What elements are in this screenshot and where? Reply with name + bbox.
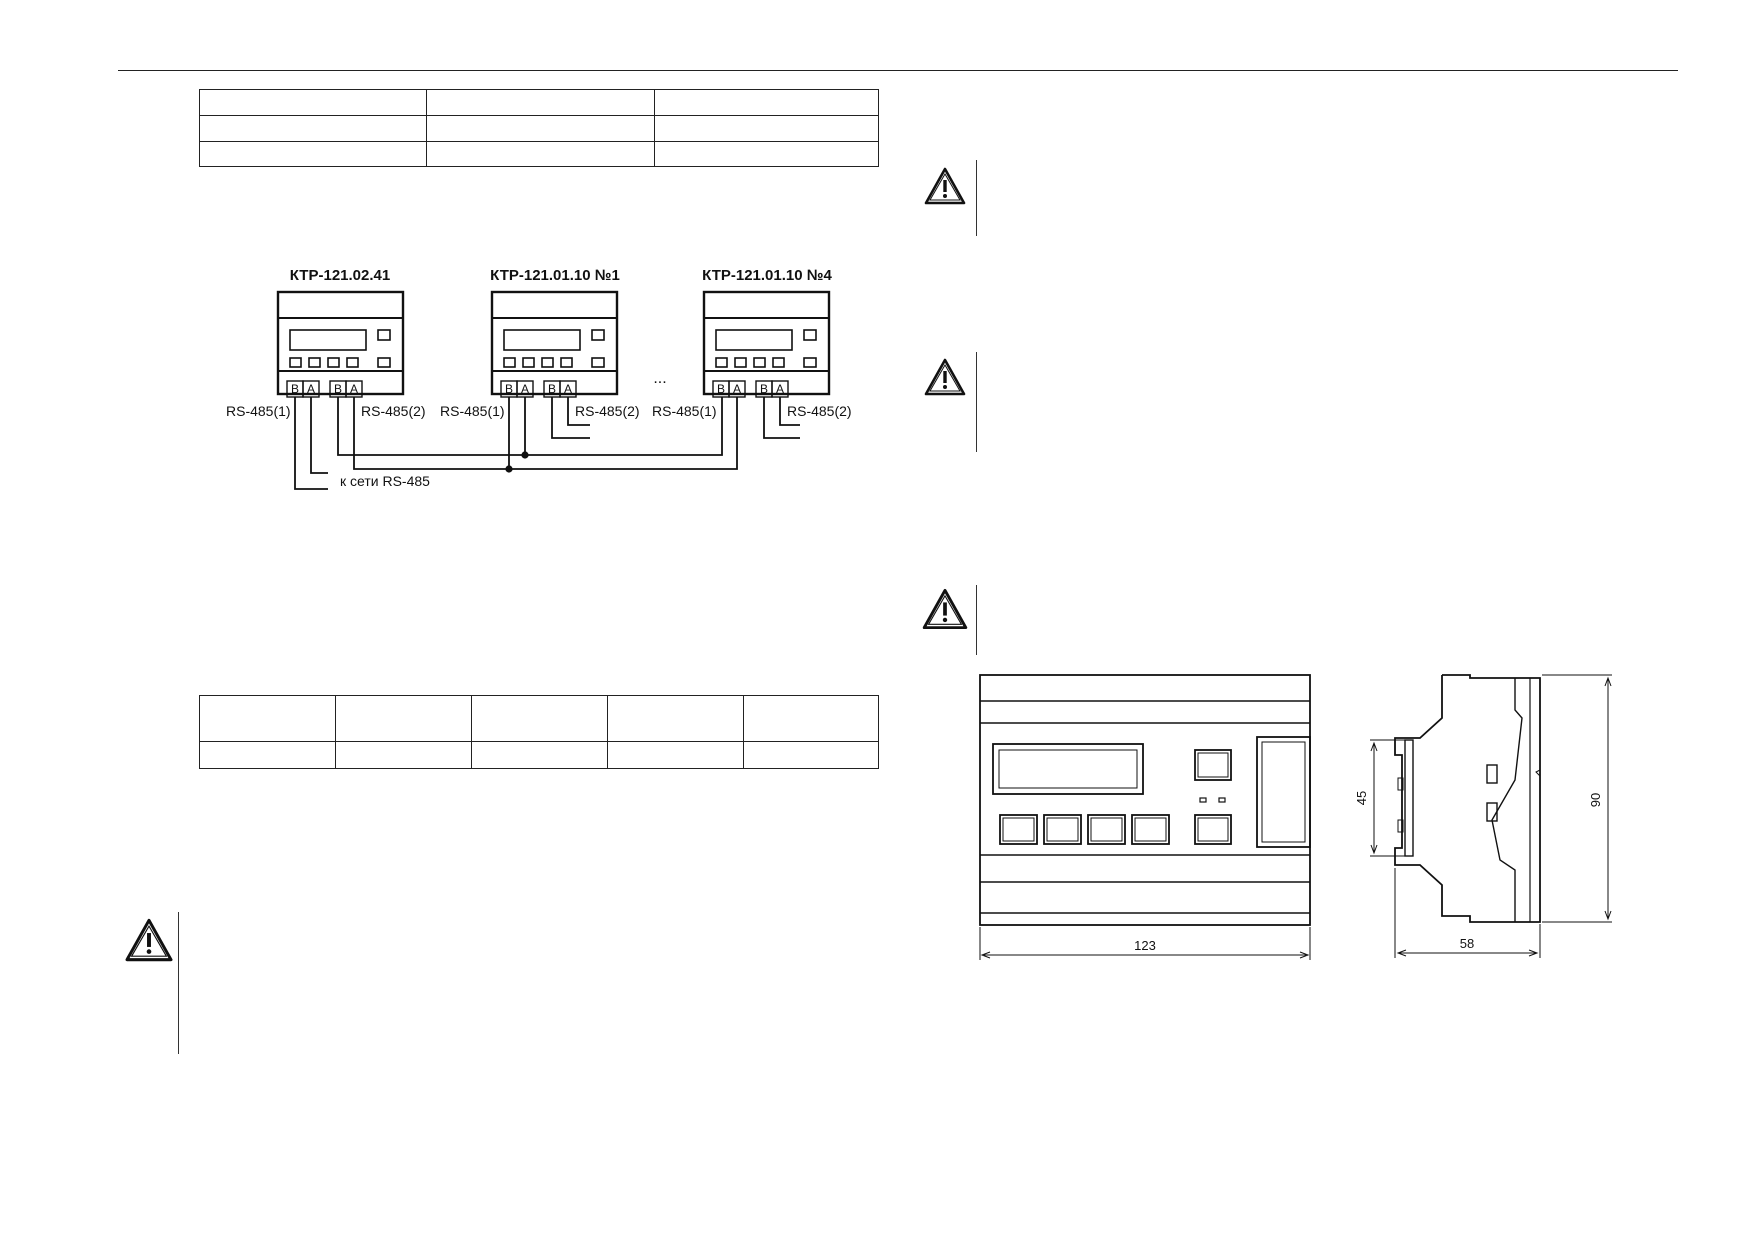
dimension-height-front: 45 <box>1354 791 1369 805</box>
table-cell <box>426 115 655 142</box>
device-2-port1-label: RS-485(1) <box>440 403 505 419</box>
table-cell <box>471 741 608 769</box>
table-cell <box>654 141 879 167</box>
device-3-port2-label: RS-485(2) <box>787 403 852 419</box>
device-3-body <box>702 290 831 398</box>
table-cell <box>743 695 879 742</box>
table-cell <box>607 741 744 769</box>
table-cell <box>471 695 608 742</box>
dimension-height-full: 90 <box>1588 793 1603 807</box>
table-cell <box>199 741 336 769</box>
warning-triangle-icon <box>924 167 966 205</box>
table-cell <box>743 741 879 769</box>
dimension-width-side: 58 <box>1460 936 1474 951</box>
device-3-title: КТР-121.01.10 №4 <box>702 267 832 284</box>
dimension-width-front: 123 <box>1134 938 1156 953</box>
warning-triangle-icon <box>924 358 966 396</box>
terminal-a-label: A <box>350 382 358 396</box>
junction-dots <box>505 451 529 473</box>
device-1-port1-label: RS-485(1) <box>226 403 291 419</box>
terminal-b-label: B <box>334 382 342 396</box>
warning-divider <box>178 912 179 1054</box>
table-cell <box>335 695 472 742</box>
table-cell <box>426 141 655 167</box>
device-side-view-drawing: 58 90 45 <box>1354 674 1612 958</box>
table-cell <box>607 695 744 742</box>
terminal-b-label: B <box>291 382 299 396</box>
device-1-port2-label: RS-485(2) <box>361 403 426 419</box>
warning-triangle-icon <box>125 918 173 962</box>
rs485-connection-diagram: КТР-121.02.41 КТР-121.01.10 №1 КТР-121.0… <box>226 267 852 490</box>
warning-divider <box>976 585 977 655</box>
header-rule <box>118 70 1678 71</box>
warning-divider <box>976 160 977 236</box>
device-front-view-drawing: 123 <box>979 674 1311 960</box>
terminal-b-label: B <box>760 382 768 396</box>
terminal-b-label: B <box>717 382 725 396</box>
table-top <box>199 89 879 167</box>
table-cell <box>199 141 427 167</box>
device-2-title: КТР-121.01.10 №1 <box>490 267 620 284</box>
device-2-body <box>490 290 619 398</box>
terminal-a-label: A <box>733 382 741 396</box>
warning-triangle-icon <box>922 588 968 630</box>
device-1-title: КТР-121.02.41 <box>290 267 390 284</box>
table-bottom <box>199 695 879 769</box>
bus-wires <box>294 397 800 490</box>
table-cell <box>335 741 472 769</box>
terminal-a-label: A <box>521 382 529 396</box>
terminal-b-label: B <box>505 382 513 396</box>
ellipsis: ... <box>653 370 666 387</box>
terminal-b-label: B <box>548 382 556 396</box>
table-cell <box>199 695 336 742</box>
device-2-port2-label: RS-485(2) <box>575 403 640 419</box>
device-1-body <box>276 290 405 398</box>
terminal-a-label: A <box>776 382 784 396</box>
network-label: к сети RS-485 <box>340 473 430 489</box>
terminal-a-label: A <box>564 382 572 396</box>
terminal-a-label: A <box>307 382 315 396</box>
warning-divider <box>976 352 977 452</box>
device-3-port1-label: RS-485(1) <box>652 403 717 419</box>
